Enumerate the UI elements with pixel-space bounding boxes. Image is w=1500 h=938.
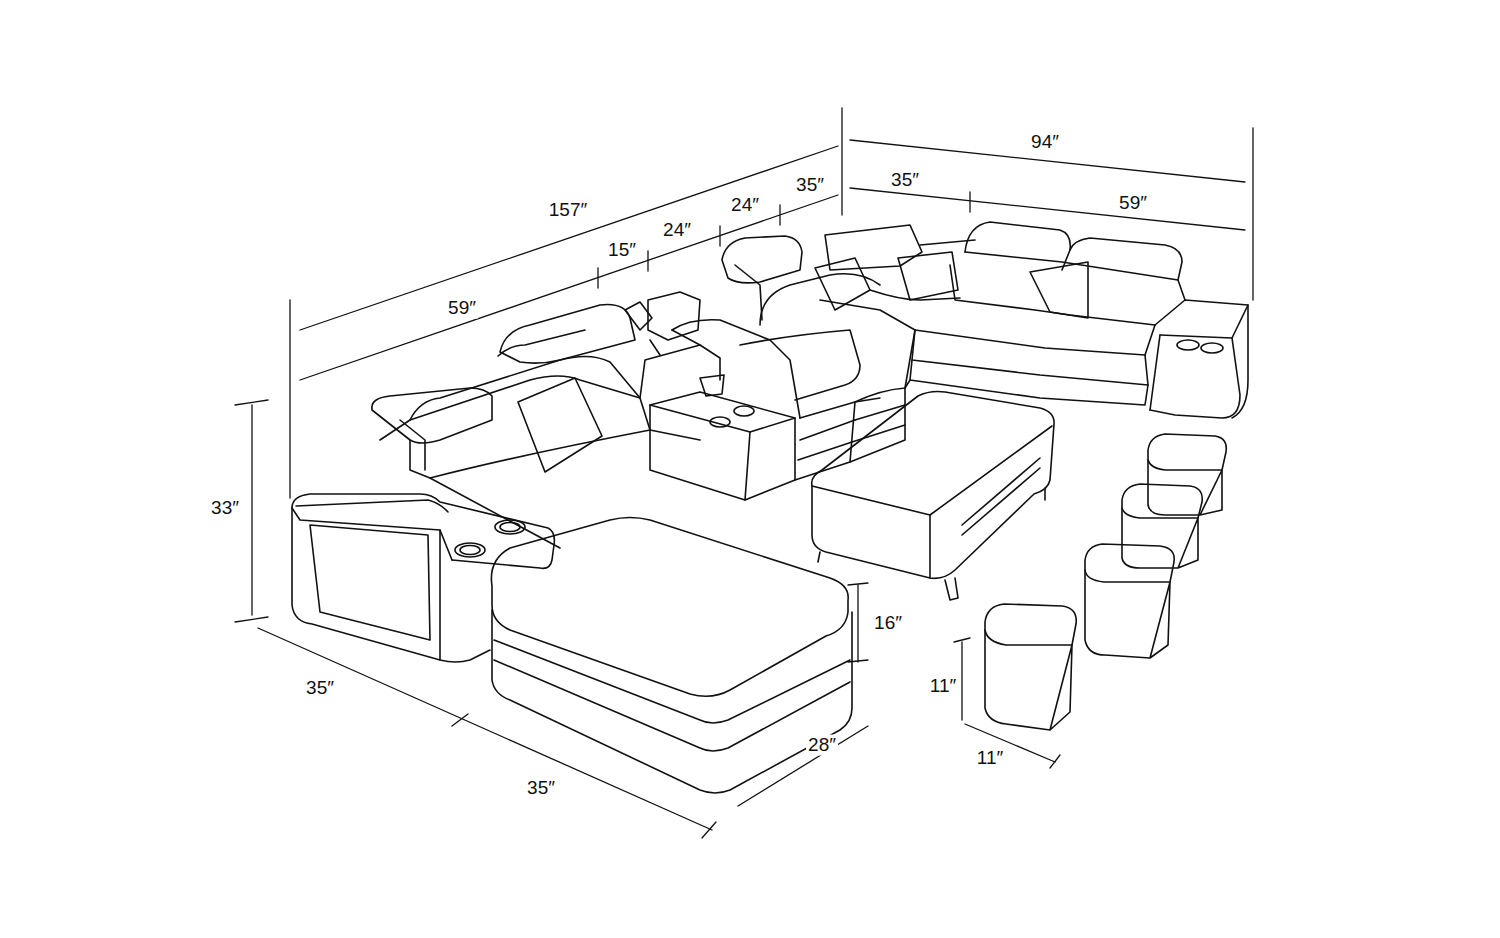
dimension-label: 157″: [547, 200, 589, 221]
dimension-label: 15″: [606, 240, 638, 261]
dimension-label: 33″: [209, 498, 241, 519]
dimension-label: 35″: [889, 170, 921, 191]
dimension-label: 11″: [928, 676, 958, 697]
dimension-label: 59″: [1117, 193, 1149, 214]
dimension-label: 28″: [806, 735, 838, 756]
dimension-label: 94″: [1029, 132, 1061, 153]
dimension-label: 35″: [304, 678, 336, 699]
dimension-label: 11″: [975, 748, 1005, 769]
dimension-label: 16″: [872, 613, 904, 634]
dimension-label: 24″: [729, 195, 761, 216]
dimension-label: 24″: [661, 220, 693, 241]
dimension-label: 59″: [446, 298, 478, 319]
dimension-label: 35″: [525, 778, 557, 799]
dimension-label: 35″: [794, 175, 826, 196]
